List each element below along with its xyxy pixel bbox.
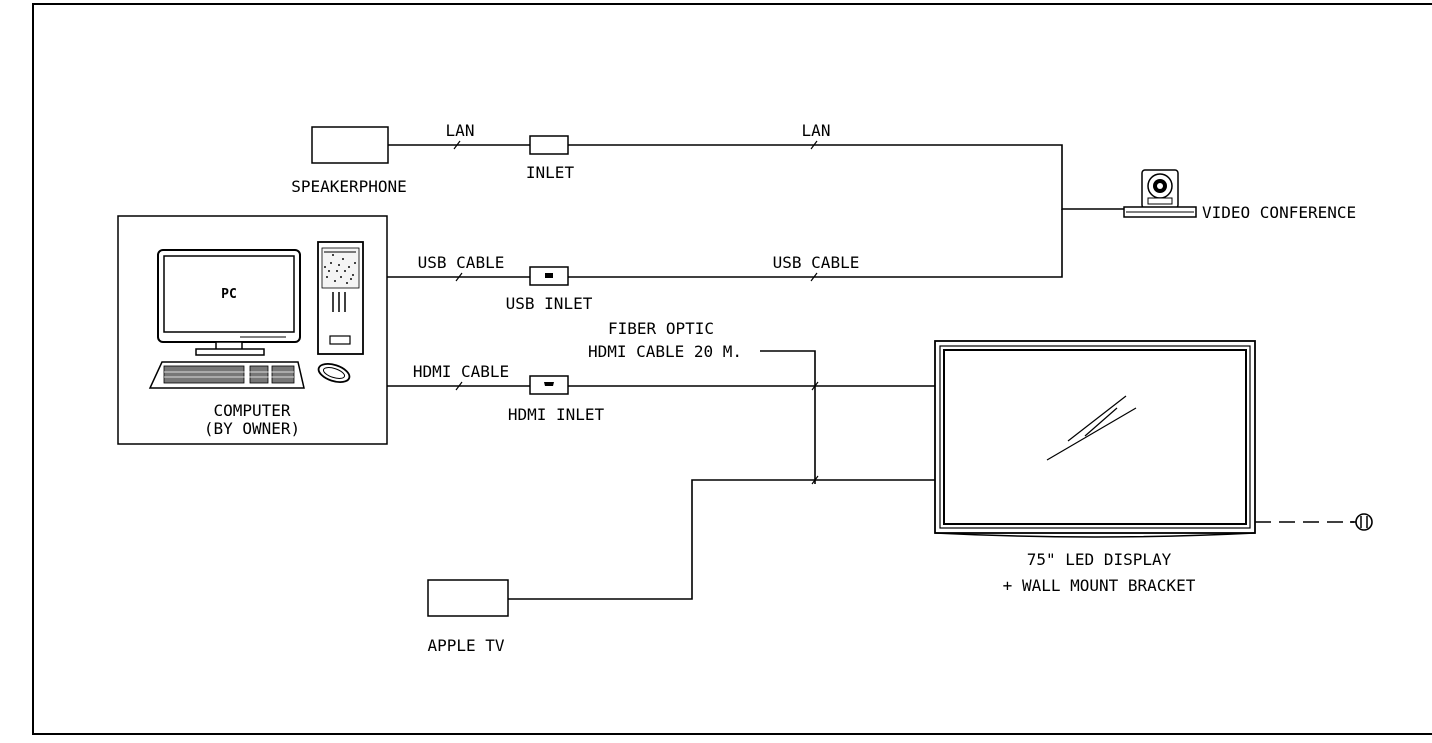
power-outlet-icon bbox=[1350, 513, 1373, 531]
apple-tv-wire bbox=[508, 479, 935, 600]
apple-tv-label: APPLE TV bbox=[427, 636, 504, 655]
lan-inlet-label: INLET bbox=[526, 163, 575, 182]
lan-tick-2 bbox=[810, 140, 818, 150]
usb-tick-1 bbox=[455, 272, 463, 282]
computer-box bbox=[117, 215, 388, 445]
display-label-line1: 75" LED DISPLAY bbox=[1027, 550, 1172, 569]
hdmi-inlet-label: HDMI INLET bbox=[508, 405, 605, 424]
hdmi-port-icon bbox=[544, 382, 554, 386]
speakerphone-label: SPEAKERPHONE bbox=[291, 177, 407, 196]
apple-tv-tick bbox=[811, 475, 819, 485]
video-conference-camera-icon bbox=[1123, 169, 1197, 218]
video-conference-label: VIDEO CONFERENCE bbox=[1202, 203, 1356, 222]
lan-label-2: LAN bbox=[802, 121, 831, 140]
lan-label-1: LAN bbox=[446, 121, 475, 140]
lan-tick-1 bbox=[453, 140, 461, 150]
pc-screen-label: PC bbox=[221, 287, 237, 302]
computer-label-line1: COMPUTER bbox=[213, 401, 290, 420]
usb-tick-2 bbox=[810, 272, 818, 282]
fiber-label-line2: HDMI CABLE 20 M. bbox=[588, 342, 742, 361]
fiber-leader bbox=[760, 350, 816, 484]
display-label-line2: + WALL MOUNT BRACKET bbox=[1003, 576, 1196, 595]
hdmi-label-1: HDMI CABLE bbox=[413, 362, 509, 381]
monitor-icon bbox=[157, 249, 301, 356]
apple-tv-box bbox=[427, 579, 509, 617]
lan-inlet-box bbox=[529, 135, 569, 155]
usb-label-2: USB CABLE bbox=[773, 253, 860, 272]
tower-icon bbox=[317, 241, 364, 355]
fiber-label-line1: FIBER OPTIC bbox=[608, 319, 714, 338]
usb-port-icon bbox=[545, 273, 553, 278]
sheet-border bbox=[32, 3, 1432, 735]
keyboard-icon bbox=[148, 361, 305, 389]
computer-label-line2: (BY OWNER) bbox=[204, 419, 300, 438]
led-display-icon bbox=[934, 340, 1256, 538]
mouse-icon bbox=[317, 363, 351, 383]
usb-wire-2 bbox=[568, 209, 1063, 278]
usb-inlet-label: USB INLET bbox=[506, 294, 593, 313]
hdmi-tick-1 bbox=[455, 381, 463, 391]
speakerphone-box bbox=[311, 126, 389, 164]
lan-wire-2 bbox=[568, 144, 1125, 210]
usb-label-1: USB CABLE bbox=[418, 253, 505, 272]
